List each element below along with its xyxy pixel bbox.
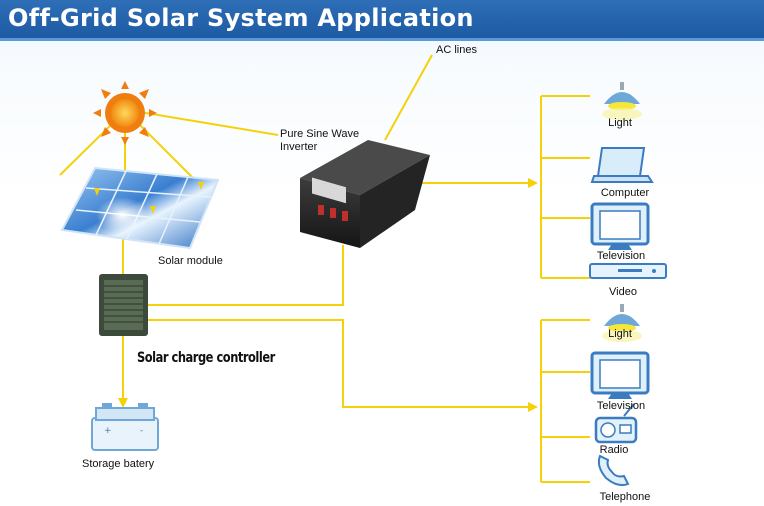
telephone-icon [597,454,630,487]
svg-text:-: - [140,426,143,436]
laptop-icon [590,147,654,183]
title-bar: Off-Grid Solar System Application [0,0,764,41]
charge-controller-icon [99,274,148,336]
inverter-icon [300,140,430,248]
battery-icon: + - [91,403,159,451]
load-label-video: Video [609,286,637,298]
radio-icon [594,403,638,444]
load-label-light: Light [608,117,632,129]
sun-icon [93,81,157,145]
solar-panel-icon [60,166,220,250]
solar-module-label: Solar module [158,255,223,267]
light-bulb-icon [602,304,642,342]
video-player-icon [589,263,667,279]
load-label-radio: Radio [599,444,629,456]
television-icon [590,351,650,399]
svg-text:+: + [104,426,112,436]
wire-arrowheads [118,178,538,412]
wiring [122,54,590,483]
load-label-telephone: Telephone [599,491,651,503]
storage-battery-label: Storage batery [82,458,155,470]
charge-controller-label: Solar charge controller [137,350,275,366]
light-bulb-icon [602,82,642,120]
load-label-computer: Computer [600,187,650,199]
inverter-label-line1: Pure Sine Wave [280,128,360,140]
television-icon [590,202,650,250]
page-title: Off-Grid Solar System Application [8,4,474,32]
load-label-television: Television [596,400,646,412]
load-label-light: Light [608,328,632,340]
ac-lines-label: AC lines [436,44,477,56]
load-label-television: Television [596,250,646,262]
inverter-label-line2: Inverter [280,141,318,153]
